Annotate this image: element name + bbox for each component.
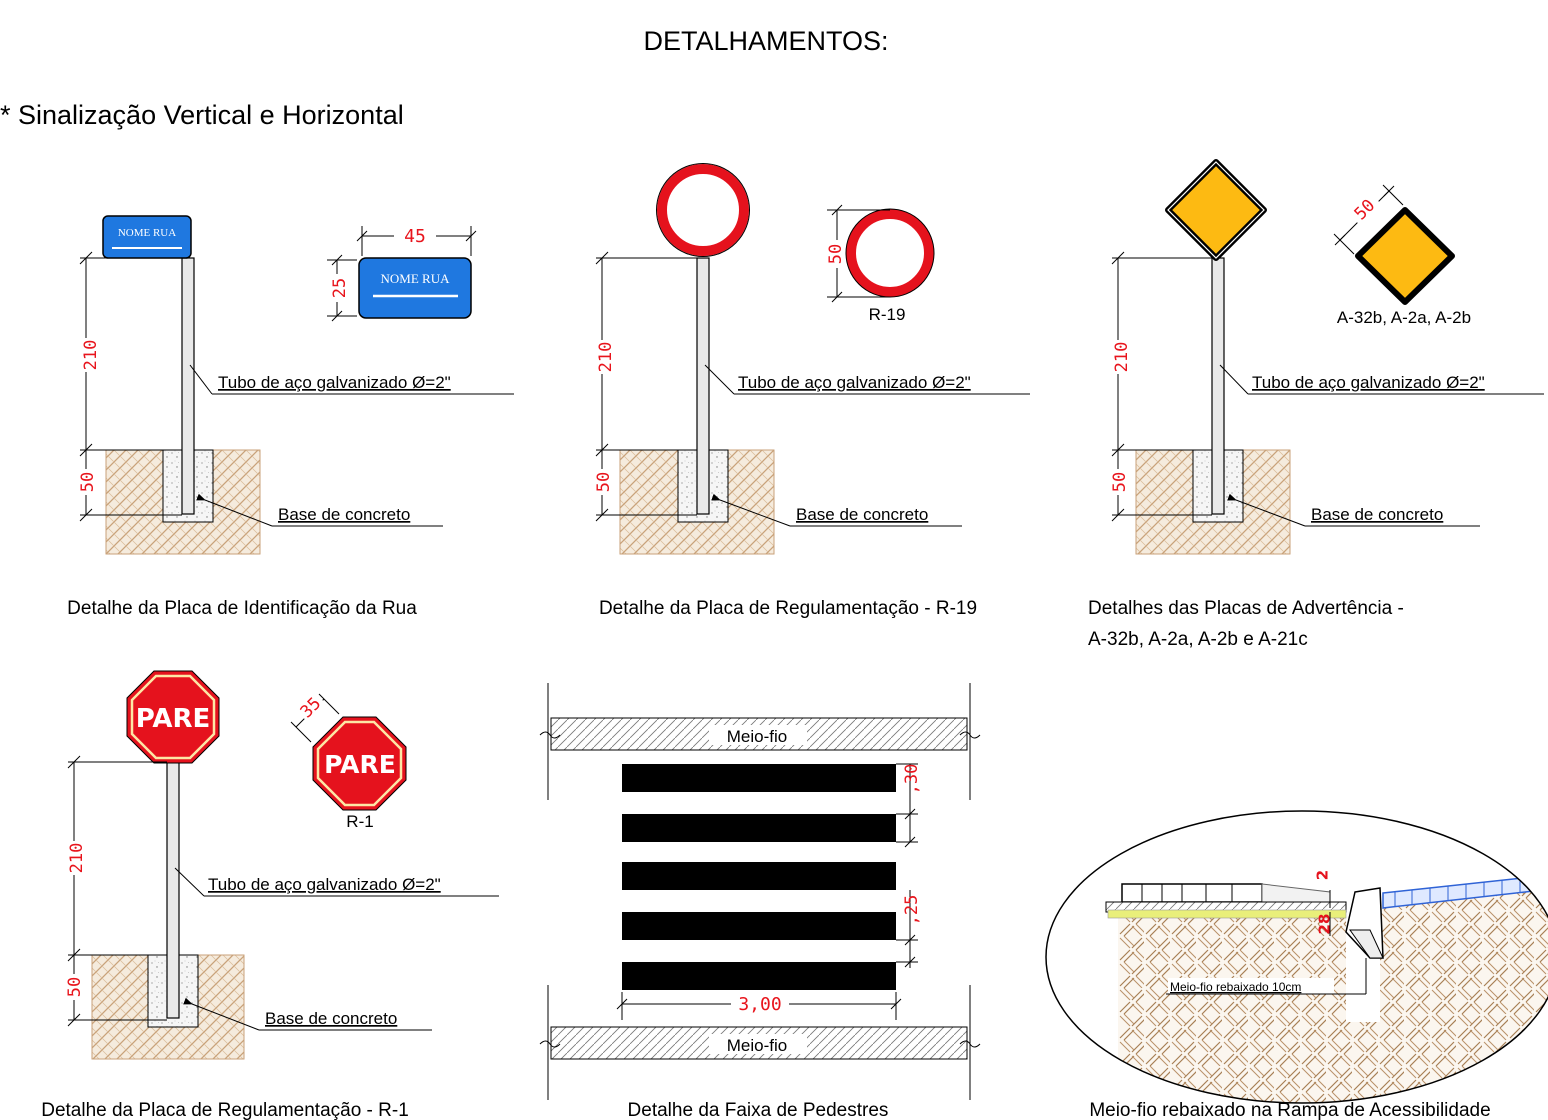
ramp-height-dimension: 28 [1316,914,1334,935]
crossing-stripe [622,862,896,890]
r1-code: R-1 [346,812,373,831]
r19-pole-label: Tubo de aço galvanizado Ø=2" [738,373,971,392]
r19-sign-detail: 210 50 Tubo de aço galvanizado Ø=2" Base… [594,163,1030,619]
warning-base-label: Base de concreto [1311,505,1443,524]
stop-side-dimension: 35 [297,694,326,723]
pole-label: Tubo de aço galvanizado Ø=2" [218,373,451,392]
caption-warning-line1: Detalhes das Placas de Advertência - [1088,598,1404,619]
caption-r19: Detalhe da Placa de Regulamentação - R-1… [599,598,977,619]
caption-crossing: Detalhe da Faixa de Pedestres [628,1100,889,1120]
r1-pole-label: Tubo de aço galvanizado Ø=2" [208,875,441,894]
curb-label-top: Meio-fio [727,727,787,746]
r1-base-label: Base de concreto [265,1009,397,1028]
warning-pole [1211,257,1225,515]
warning-codes: A-32b, A-2a, A-2b [1337,308,1471,327]
caption-warning-line2: A-32b, A-2a, A-2b e A-21c [1088,629,1308,650]
crossing-length-dimension: 3,00 [738,994,781,1015]
r19-pole-height: 210 [596,342,616,373]
r19-sign-detail-view [846,209,934,297]
pole-height-dimension: 210 [81,340,101,371]
crossing-stripe [622,814,896,842]
caption-r1: Detalhe da Placa de Regulamentação - R-1 [41,1100,409,1120]
r19-base-depth: 50 [594,472,614,492]
stripe-width-dimension: ,30 [902,764,922,795]
stripe-gap-dimension: ,25 [902,895,922,926]
r19-diameter-dimension: 50 [826,244,846,264]
accessibility-ramp-detail: 2 28 Meio-fio rebaixado 10cm Meio-fio re… [1045,810,1548,1120]
warning-sign-detail-view [1355,207,1455,305]
r1-base-depth: 50 [65,977,85,997]
warning-pole-label: Tubo de aço galvanizado Ø=2" [1252,373,1485,392]
r19-code: R-19 [869,305,906,324]
street-name-sign-detail [358,257,472,319]
sheet-title: DETALHAMENTOS: [643,26,888,56]
warning-pole-height: 210 [1112,342,1132,373]
caption-street-sign: Detalhe da Placa de Identificação da Rua [67,598,417,619]
r19-base-label: Base de concreto [796,505,928,524]
pedestrian-crossing-detail: Meio-fio Meio-fio ,30 ,25 3,00 Detalhe d… [539,683,981,1120]
crossing-stripe [622,962,896,990]
r1-pole [166,761,180,1019]
stop-sign-detail-view [312,716,407,811]
section-title: * Sinalização Vertical e Horizontal [0,100,404,130]
base-depth-dimension: 50 [78,472,98,492]
detail-callout-ellipse [1045,810,1548,1104]
ramp-step-dimension: 2 [1314,870,1332,880]
curb-lowered-label: Meio-fio rebaixado 10cm [1170,980,1301,994]
sign-width-dimension: 45 [404,226,426,247]
sign-height-dimension: 25 [330,278,350,298]
warning-sign [1165,159,1267,261]
warning-base-depth: 50 [1110,472,1130,492]
curb-label-bottom: Meio-fio [727,1036,787,1055]
street-sign-detail-text: NOME RUA [381,271,451,286]
stop-sign-text: PARE [136,704,211,734]
base-label: Base de concreto [278,505,410,524]
sign-pole [181,257,195,515]
crossing-stripe [622,764,896,792]
stop-sign [126,670,220,764]
crossing-stripe [622,912,896,940]
street-sign-text: NOME RUA [118,227,176,239]
stop-sign-detail-text: PARE [324,750,396,779]
r1-sign-detail: PARE 210 50 Tubo de aço galvanizado Ø=2"… [41,670,499,1120]
r19-sign [657,164,749,256]
r1-pole-height: 210 [67,843,87,874]
caption-ramp: Meio-fio rebaixado na Rampa de Acessibil… [1089,1100,1490,1120]
street-sign-detail: NOME RUA 210 50 Tubo de aço galvanizado … [67,215,514,619]
warning-sign-detail: 210 50 Tubo de aço galvanizado Ø=2" Base… [1088,159,1544,650]
r19-pole [696,257,710,515]
